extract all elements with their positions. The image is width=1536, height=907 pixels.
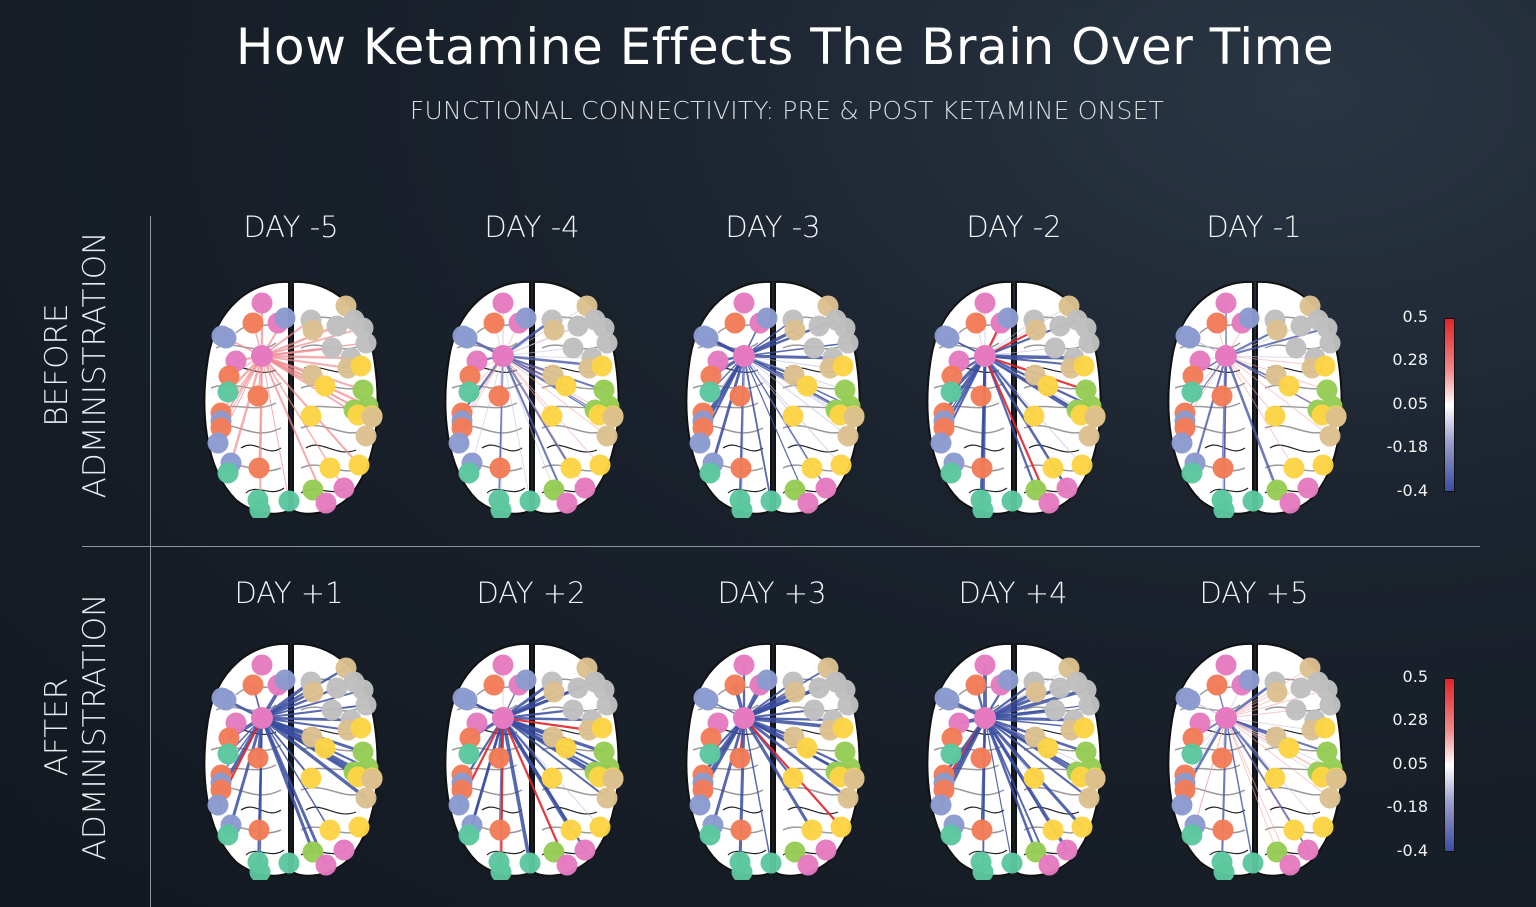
- colorbar-tick: 0.28: [1392, 710, 1428, 729]
- day-label: DAY +3: [717, 576, 827, 610]
- colorbar-tick: -0.18: [1386, 437, 1428, 456]
- horizontal-divider: [82, 546, 1480, 547]
- colorbar-gradient: [1444, 318, 1455, 492]
- colorbar-before: 0.5 0.28 0.05 -0.18 -0.4: [1372, 302, 1472, 500]
- row-label-line2: ADMINISTRATION: [77, 231, 113, 499]
- day-label: DAY -1: [1206, 210, 1302, 244]
- brain-connectivity-map: [1160, 278, 1350, 521]
- day-label: DAY +4: [958, 576, 1068, 610]
- brain-connectivity-map: [437, 278, 627, 521]
- page-title: How Ketamine Effects The Brain Over Time: [235, 18, 1335, 76]
- brain-connectivity-map: [196, 640, 386, 883]
- brain-connectivity-map: [678, 640, 868, 883]
- day-label: DAY +5: [1199, 576, 1309, 610]
- brain-connectivity-map: [437, 640, 627, 883]
- row-label-line2: ADMINISTRATION: [77, 593, 113, 861]
- colorbar-gradient: [1444, 678, 1455, 852]
- colorbar-tick: 0.05: [1392, 754, 1428, 773]
- day-label: DAY +1: [234, 576, 344, 610]
- row-label-line1: AFTER: [39, 677, 75, 777]
- colorbar-tick: -0.18: [1386, 797, 1428, 816]
- day-label: DAY +2: [476, 576, 586, 610]
- brain-connectivity-map: [1160, 640, 1350, 883]
- day-label: DAY -4: [484, 210, 580, 244]
- row-label-line1: BEFORE: [39, 303, 75, 427]
- colorbar-tick: 0.05: [1392, 394, 1428, 413]
- day-label: DAY -2: [966, 210, 1062, 244]
- colorbar-tick: 0.28: [1392, 350, 1428, 369]
- brain-connectivity-map: [919, 640, 1109, 883]
- colorbar-tick: -0.4: [1396, 481, 1428, 500]
- colorbar-tick: 0.5: [1402, 667, 1428, 686]
- colorbar-tick: 0.5: [1402, 307, 1428, 326]
- day-label: DAY -3: [725, 210, 821, 244]
- day-label: DAY -5: [243, 210, 339, 244]
- brain-connectivity-map: [196, 278, 386, 521]
- brain-connectivity-map: [678, 278, 868, 521]
- brain-connectivity-map: [919, 278, 1109, 521]
- vertical-divider: [150, 216, 151, 907]
- page-subtitle: FUNCTIONAL CONNECTIVITY: PRE & POST KETA…: [409, 96, 1165, 125]
- colorbar-tick: -0.4: [1396, 841, 1428, 860]
- colorbar-after: 0.5 0.28 0.05 -0.18 -0.4: [1372, 662, 1472, 860]
